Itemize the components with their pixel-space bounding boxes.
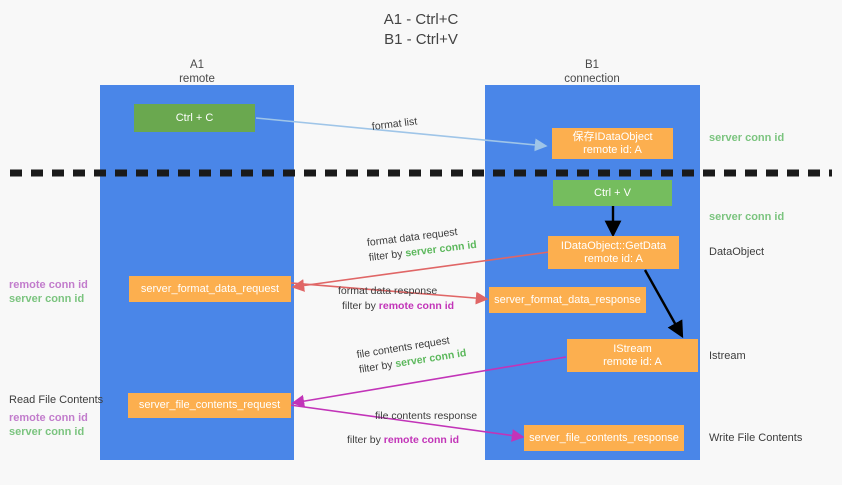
edge-fdresp-filter-prefix: filter by	[342, 300, 379, 312]
node-server-file-contents-response[interactable]: server_file_contents_response	[524, 425, 684, 451]
title-line-1: A1 - Ctrl+C	[383, 11, 459, 28]
note-remote-conn-id-format: remote conn id	[9, 279, 88, 291]
edge-fcresp-filter-prefix: filter by	[347, 434, 384, 446]
edge-label-format-data-response: format data response filter by remote co…	[338, 284, 454, 314]
node-ctrl-v-label: Ctrl + V	[594, 186, 631, 199]
node-getdata-line2: remote id: A	[584, 252, 643, 265]
edge-label-file-contents-response: file contents response filter by remote …	[347, 409, 478, 448]
node-istream[interactable]: IStream remote id: A	[567, 339, 698, 372]
edge-fdresp-filter: filter by remote conn id	[338, 299, 454, 314]
lane-header-a1: A1 remote	[117, 58, 277, 86]
edge-fcresp-filter: filter by remote conn id	[347, 433, 477, 448]
node-data-object-line1: 保存IDataObject	[572, 130, 653, 143]
node-ctrl-v[interactable]: Ctrl + V	[553, 180, 672, 206]
node-ctrl-c-label: Ctrl + C	[175, 111, 214, 124]
edge-format-list-text: format list	[371, 115, 418, 133]
node-idataobject-getdata[interactable]: IDataObject::GetData remote id: A	[548, 236, 679, 269]
note-server-conn-id-format: server conn id	[9, 293, 85, 305]
node-istream-line2: remote id: A	[603, 355, 662, 368]
edge-label-format-data-request: format data request filter by server con…	[366, 223, 477, 266]
node-server-format-data-response[interactable]: server_format_data_response	[489, 287, 646, 313]
node-file-req-label: server_file_contents_request	[138, 399, 281, 411]
node-ctrl-c[interactable]: Ctrl + C	[134, 104, 255, 132]
note-server-conn-id-second: server conn id	[709, 211, 785, 223]
edge-fcresp-filter-value: remote conn id	[383, 434, 460, 446]
note-remote-conn-id-file: remote conn id	[9, 412, 88, 424]
edge-label-format-list: format list	[371, 115, 418, 135]
lane-b1-role: connection	[564, 73, 620, 85]
node-data-object[interactable]: 保存IDataObject remote id: A	[552, 128, 673, 159]
node-data-object-line2: remote id: A	[583, 143, 642, 156]
edge-label-file-contents-request: file contents request filter by server c…	[356, 331, 468, 378]
node-file-resp-label: server_file_contents_response	[529, 431, 679, 444]
left-note-group-format: remote conn id server conn id	[9, 278, 88, 306]
note-read-file-contents: Read File Contents	[9, 394, 104, 406]
node-fmt-req-label: server_format_data_request	[140, 282, 280, 295]
node-fmt-resp-label: server_format_data_response	[494, 293, 641, 306]
note-write-file-contents: Write File Contents	[709, 432, 803, 444]
diagram-title: A1 - Ctrl+C B1 - Ctrl+V	[0, 10, 842, 50]
lane-a1-role: remote	[179, 73, 215, 85]
note-server-conn-id-top: server conn id	[709, 132, 785, 144]
note-data-object: DataObject	[709, 246, 765, 258]
edge-fdresp-line1: format data response	[338, 285, 438, 297]
node-getdata-line1: IDataObject::GetData	[560, 239, 667, 252]
note-istream: Istream	[709, 350, 746, 362]
lane-header-b1: B1 connection	[512, 58, 672, 86]
edge-fdresp-filter-value: remote conn id	[378, 300, 455, 312]
note-server-conn-id-file: server conn id	[9, 426, 85, 438]
edge-fcresp-line1: file contents response	[375, 410, 478, 422]
edge-fdreq-filter-prefix: filter by	[368, 247, 407, 264]
title-line-2: B1 - Ctrl+V	[384, 31, 458, 48]
node-server-file-contents-request[interactable]: server_file_contents_request	[128, 393, 291, 418]
lane-a1-name: A1	[189, 59, 205, 71]
node-server-format-data-request[interactable]: server_format_data_request	[129, 276, 291, 302]
lane-b1-name: B1	[584, 59, 600, 71]
node-istream-line1: IStream	[613, 342, 652, 355]
left-note-group-file: remote conn id server conn id	[9, 411, 88, 439]
